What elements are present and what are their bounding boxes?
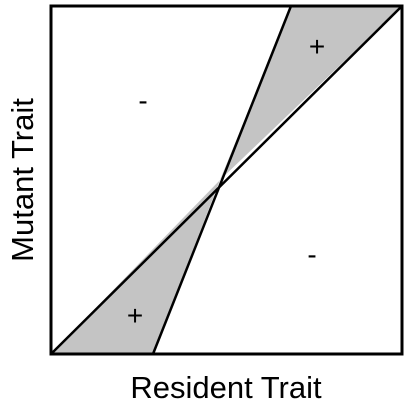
sign-plus-lower: + (127, 300, 143, 331)
boundary-line (151, 5, 293, 355)
y-axis-label: Mutant Trait (5, 98, 40, 262)
sign-minus-upper: - (138, 85, 147, 116)
sign-minus-lower: - (307, 239, 316, 270)
diagonal-line (50, 5, 403, 355)
x-axis-label: Resident Trait (130, 370, 322, 405)
sign-plus-upper: + (309, 31, 325, 62)
plot-frame (49, 4, 404, 356)
